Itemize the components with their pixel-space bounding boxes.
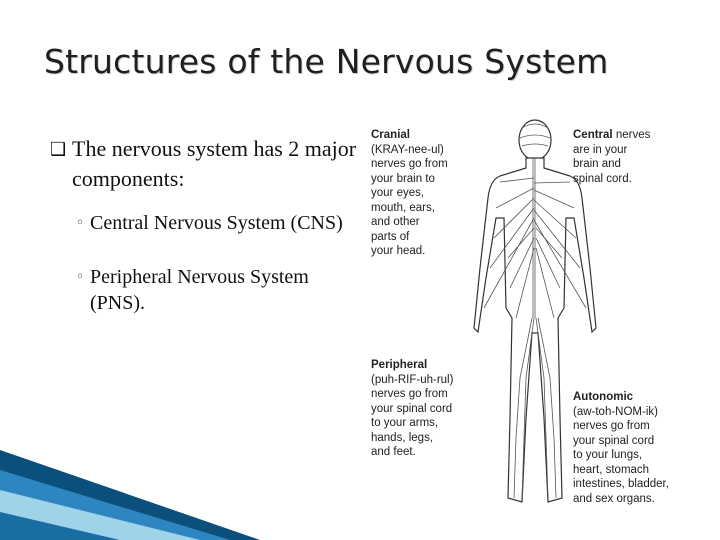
bullet-list: ❑ The nervous system has 2 major compone… (50, 134, 360, 316)
nervous-system-figure: Cranial (KRAY-nee-ul) nerves go from you… (360, 118, 720, 518)
corner-decoration (0, 450, 260, 540)
bullet-main: ❑ The nervous system has 2 major compone… (50, 134, 360, 194)
human-nervous-system-illustration (473, 119, 597, 503)
cranial-label: Cranial (KRAY-nee-ul) nerves go from you… (371, 129, 448, 257)
sub-bullet-text: Central Nervous System (CNS) (90, 212, 343, 234)
corner-stripe-base (0, 512, 120, 540)
sub-bullet-cns: ◦ Central Nervous System (CNS) (50, 210, 360, 236)
central-label: Central nerves are in your brain and spi… (573, 129, 651, 185)
bullet-main-text: The nervous system has 2 major component… (72, 136, 357, 191)
circle-bullet-icon: ◦ (76, 269, 85, 285)
bullet-box-icon: ❑ (50, 139, 67, 160)
peripheral-label: Peripheral (puh-RIF-uh-rul) nerves go fr… (371, 359, 454, 458)
autonomic-label: Autonomic (aw-toh-NOM-ik) nerves go from… (573, 391, 669, 505)
sub-bullet-text: Peripheral Nervous System (PNS). (90, 266, 309, 314)
slide-title: Structures of the Nervous System (44, 42, 609, 81)
sub-bullet-pns: ◦ Peripheral Nervous System (PNS). (50, 264, 360, 316)
circle-bullet-icon: ◦ (76, 215, 85, 231)
